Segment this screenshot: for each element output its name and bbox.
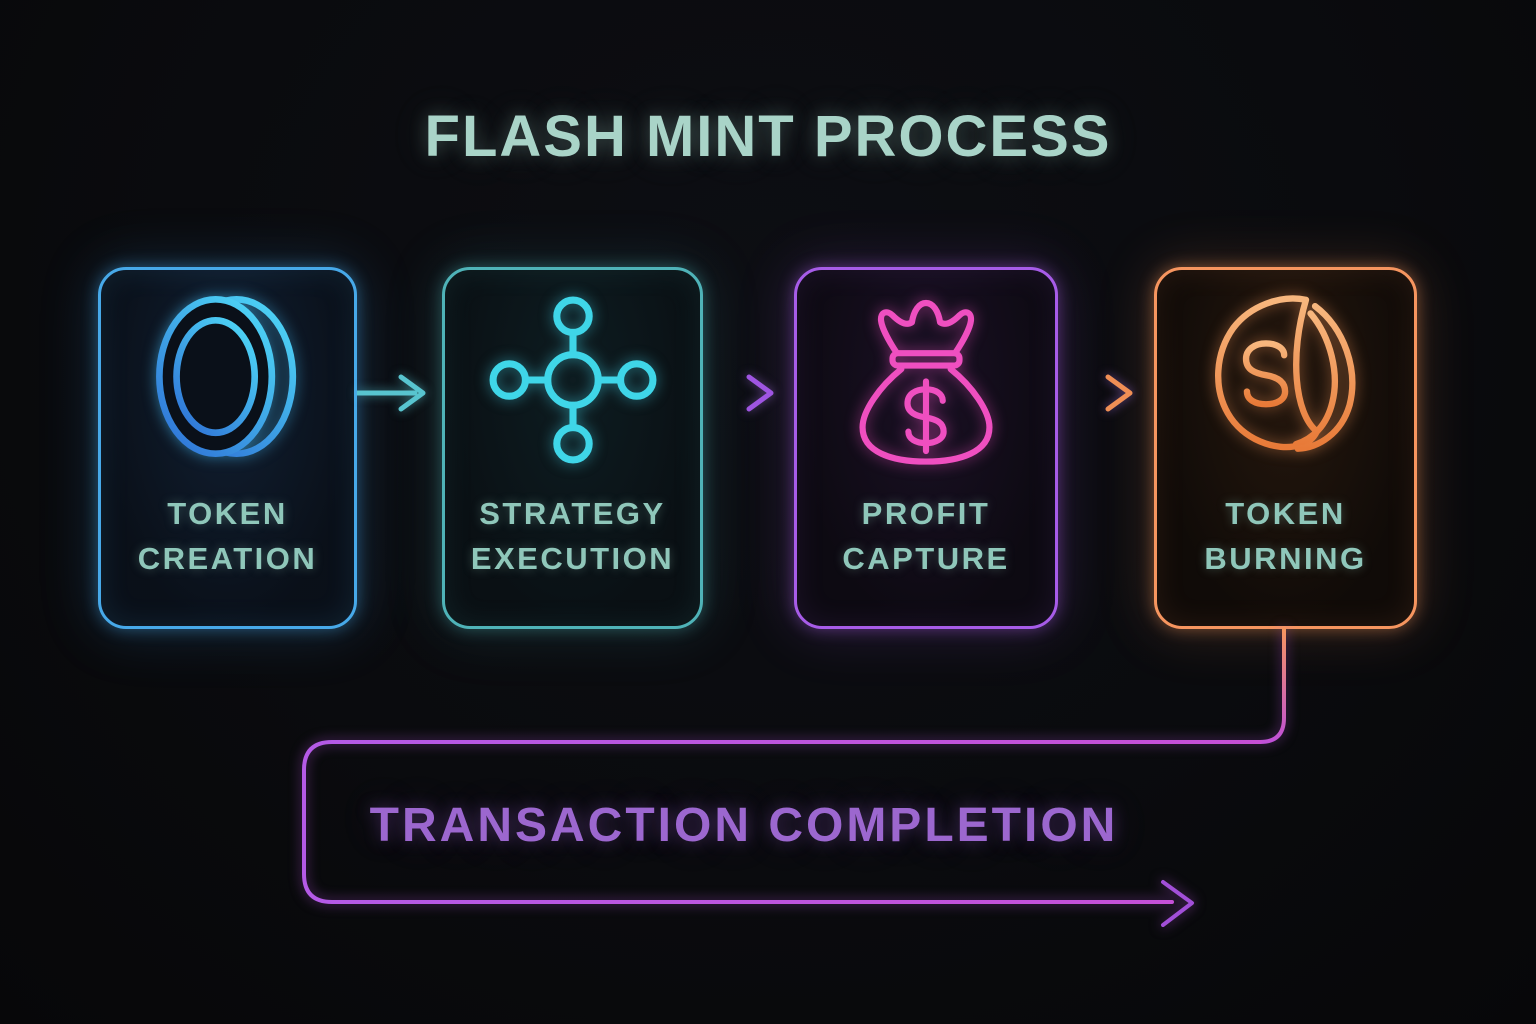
step-label: TOKEN BURNING (1204, 496, 1367, 576)
step-profit-capture: PROFIT CAPTURE (794, 267, 1058, 629)
step-label: TOKEN CREATION (137, 496, 318, 576)
flow-bracket-segment (302, 740, 1262, 904)
arrow-execution-to-capture (703, 374, 774, 412)
arrow-capture-to-burning (1058, 374, 1133, 412)
step-label: STRATEGY EXECUTION (470, 496, 675, 576)
completion-arrowhead-icon (1161, 880, 1194, 927)
completion-label: TRANSACTION COMPLETION (369, 799, 1119, 852)
flame-coin-icon (1204, 270, 1368, 466)
coin-icon (147, 270, 309, 466)
flow-drop-segment (1258, 627, 1286, 744)
network-icon (487, 270, 659, 466)
step-token-burning: TOKEN BURNING (1154, 267, 1417, 629)
step-token-creation: TOKEN CREATION (98, 267, 357, 629)
step-label: PROFIT CAPTURE (842, 496, 1010, 576)
arrow-creation-to-execution (357, 374, 426, 412)
money-bag-icon (851, 270, 1001, 466)
step-strategy-execution: STRATEGY EXECUTION (442, 267, 703, 629)
diagram-title: FLASH MINT PROCESS (424, 104, 1112, 169)
